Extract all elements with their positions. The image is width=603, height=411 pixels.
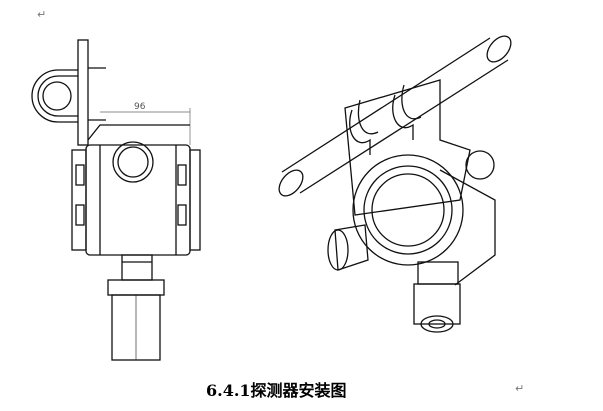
detector-housing — [352, 154, 464, 266]
paragraph-mark-top: ↵ — [37, 8, 47, 21]
sensor-nut — [417, 261, 459, 285]
pipe — [281, 37, 509, 194]
top-gland — [465, 150, 495, 180]
paragraph-mark-caption: ↵ — [515, 382, 525, 395]
figure-caption: 6.4.1探测器安装图 — [206, 381, 347, 400]
mounting-plate — [77, 39, 89, 146]
u-bolt — [31, 69, 78, 123]
bracket-plate — [344, 79, 471, 216]
dimension-label: 96 — [134, 102, 146, 112]
cable-gland-front — [112, 141, 154, 183]
pipe-section — [42, 81, 72, 111]
